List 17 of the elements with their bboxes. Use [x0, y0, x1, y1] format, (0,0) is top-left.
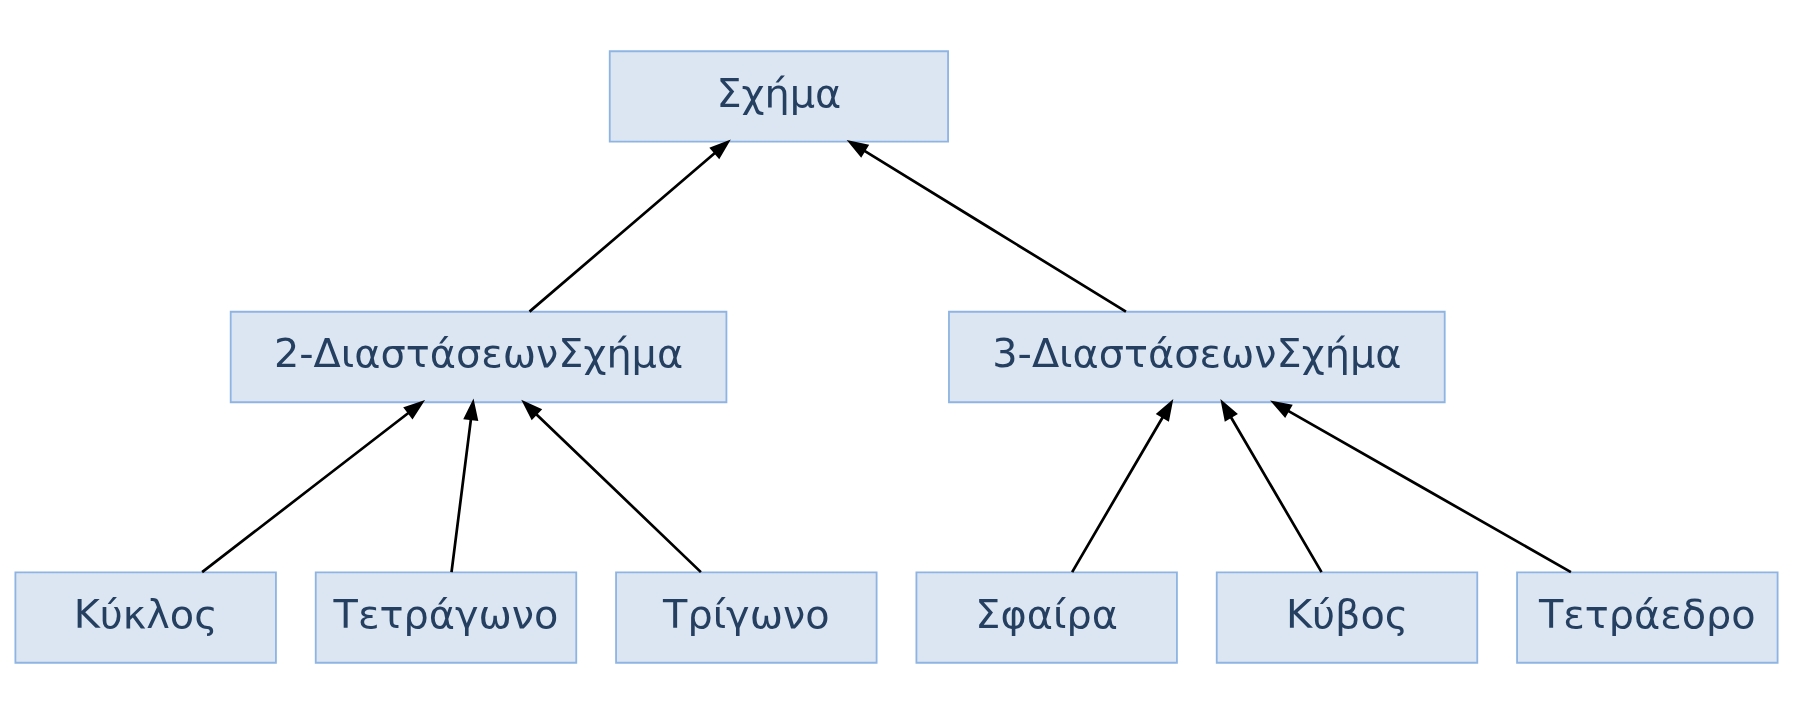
node-box: Σχήμα — [608, 50, 949, 143]
node-box: Τετράεδρο — [1516, 571, 1779, 664]
arrow — [450, 398, 479, 573]
node-box: 2-ΔιαστάσεωνΣχήμα — [229, 310, 728, 404]
node-box: Τετράγωνο — [314, 571, 578, 664]
arrow — [201, 400, 426, 574]
node-box: 3-ΔιαστάσεωνΣχήμα — [948, 310, 1446, 404]
node-box: Κύβος — [1215, 571, 1479, 664]
node-box: Κύκλος — [14, 571, 277, 664]
node-box: Σφαίρα — [915, 571, 1178, 664]
arrow — [528, 139, 731, 313]
arrow — [521, 399, 702, 574]
arrow — [1070, 399, 1174, 573]
arrow — [846, 139, 1127, 313]
node-box: Τρίγωνο — [615, 571, 878, 664]
arrow — [1270, 400, 1572, 574]
arrow — [1220, 399, 1323, 573]
